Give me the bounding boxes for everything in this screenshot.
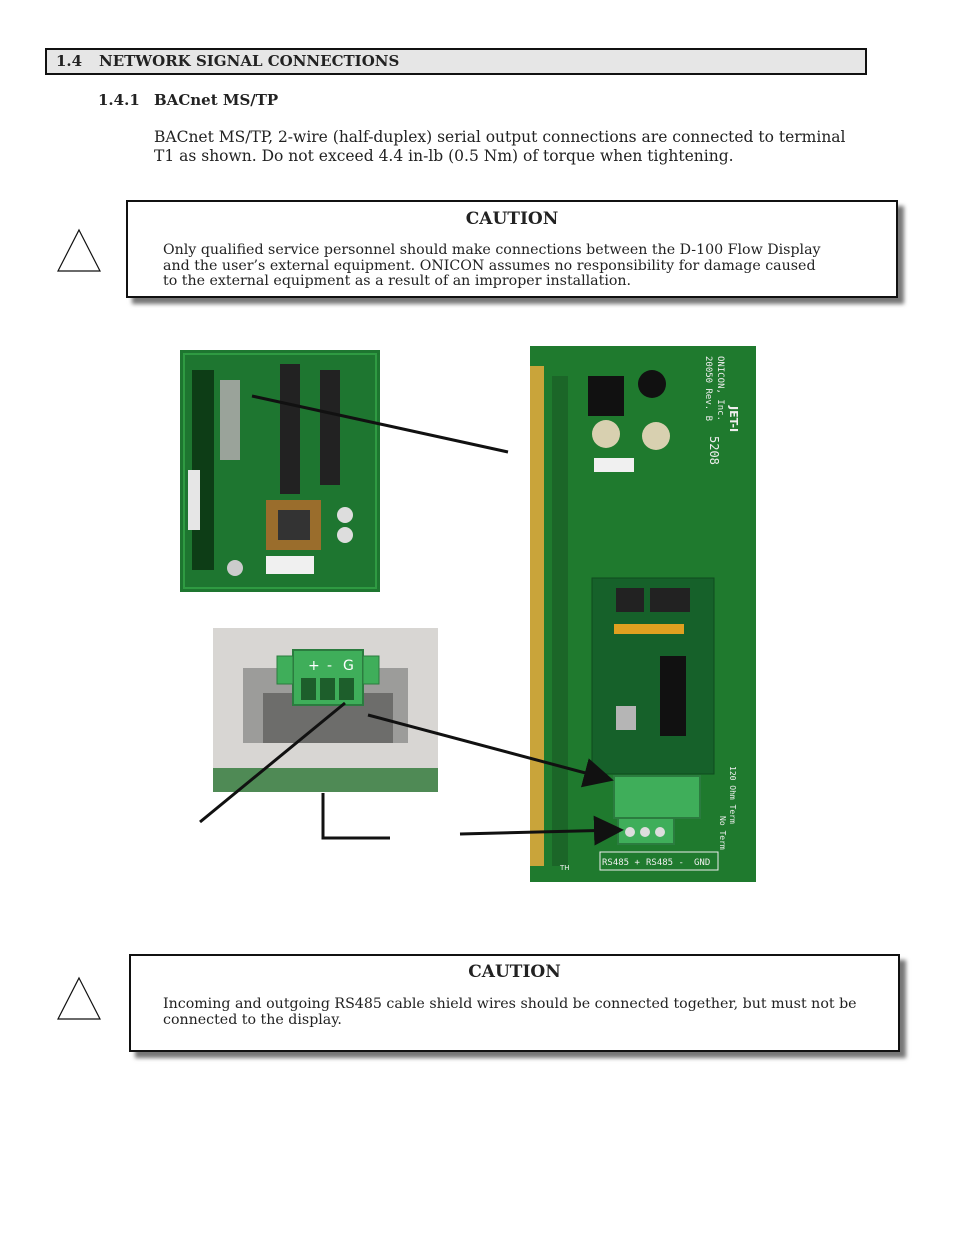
section-title: NETWORK SIGNAL CONNECTIONS [99,52,400,70]
caution-title: CAUTION [468,962,561,982]
section-header: 1.4 NETWORK SIGNAL CONNECTIONS [45,48,867,75]
term-label: 120 Ohm Term [728,766,737,824]
subsection-number: 1.4.1 [98,91,140,109]
date-label: 5208 [707,436,721,465]
rs485-plus-label: RS485 + [602,858,641,868]
callout-bracket [321,793,390,840]
subsection-heading: 1.4.1 BACnet MS/TP [98,91,278,109]
connector-label-plus: + [308,658,320,674]
section-number: 1.4 [56,52,83,70]
caution-title: CAUTION [465,209,559,229]
caution-box: CAUTION Only qualified service personnel… [126,200,898,298]
connector-label-g: G [343,658,354,674]
callout-terminal-arrow [459,815,624,846]
caution-text: Only qualified service personnel should … [163,242,821,289]
callout-header-arrow [367,713,614,788]
caution-box: CAUTION Incoming and outgoing RS485 cabl… [129,954,900,1052]
caution-text: Incoming and outgoing RS485 cable shield… [163,996,857,1028]
subsection-title: BACnet MS/TP [154,91,279,109]
callout-plug-line [199,701,346,824]
noterm-label: No Term [718,816,727,850]
gnd-label: GND [694,858,710,868]
maker-label: ONICON, Inc. [715,356,725,421]
brand-label: JET-I [727,405,740,432]
part-label: 20050 Rev. B [703,356,713,421]
warning-triangle-icon [57,976,101,1020]
d100-board-photo [180,350,380,592]
intro-paragraph: BACnet MS/TP, 2-wire (half-duplex) seria… [154,128,846,165]
network-board-photo: RS485 + RS485 - GND TH ONICON, Inc. 2005… [530,346,756,882]
warning-triangle-icon [57,228,101,272]
rs485-minus-label: RS485 - [646,858,684,868]
callout-board-line [251,394,509,454]
connector-plug-photo: + - G [213,628,438,792]
terminal-id-label: TH [559,864,570,872]
connector-label-minus: - [327,658,332,674]
